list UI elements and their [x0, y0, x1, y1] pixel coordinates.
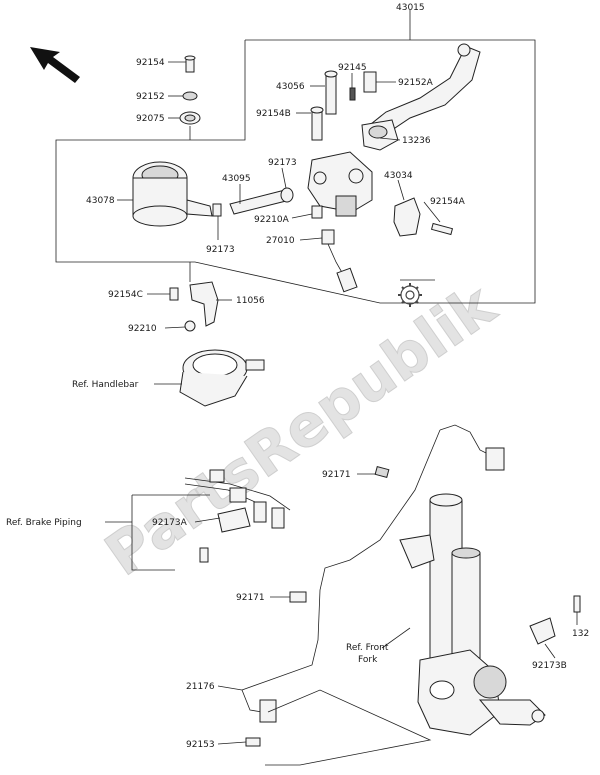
sensor-wire	[241, 424, 505, 723]
label-27010: 27010	[266, 236, 295, 246]
assembly-frame	[55, 39, 536, 304]
label-ref-handlebar: Ref. Handlebar	[72, 380, 139, 390]
label-92173-upper: 92173	[268, 158, 297, 168]
label-92154C: 92154C	[108, 290, 143, 300]
label-92173-reservoir: 92173	[206, 245, 235, 255]
arrow-up-left-icon	[30, 47, 80, 83]
mount-bracket	[169, 281, 219, 332]
label-92154: 92154	[136, 58, 165, 68]
label-92145: 92145	[338, 63, 367, 73]
master-cylinder	[307, 151, 373, 219]
handlebar-clamp	[179, 349, 265, 407]
label-11056: 11056	[236, 296, 265, 306]
label-43095: 43095	[222, 174, 251, 184]
label-92210: 92210	[128, 324, 157, 334]
brake-lever	[361, 43, 481, 151]
label-21176: 21176	[186, 682, 215, 692]
label-ref-fork: Fork	[358, 655, 378, 665]
lever-clamp	[393, 197, 454, 237]
part-labels: 43015 92154 92152 92075 92145 92152A 430…	[6, 3, 589, 750]
label-92153: 92153	[186, 740, 215, 750]
leader-lines	[117, 61, 578, 745]
label-92171-upper: 92171	[322, 470, 351, 480]
reservoir-hose	[212, 187, 294, 217]
label-ref-brake-piping: Ref. Brake Piping	[6, 518, 82, 528]
label-92152: 92152	[136, 92, 165, 102]
label-43056: 43056	[276, 82, 305, 92]
reservoir-cap-parts	[179, 55, 201, 125]
label-43078: 43078	[86, 196, 115, 206]
label-132: 132	[572, 629, 589, 639]
label-ref-front: Ref. Front	[346, 643, 389, 653]
sensor-bracket	[529, 595, 581, 645]
label-92154A: 92154A	[430, 197, 466, 207]
label-43015: 43015	[396, 3, 425, 13]
reservoir	[132, 161, 213, 227]
label-92154B: 92154B	[256, 109, 291, 119]
label-92210A: 92210A	[254, 215, 290, 225]
label-13236: 13236	[402, 136, 431, 146]
label-92075: 92075	[136, 114, 165, 124]
label-92152A: 92152A	[398, 78, 434, 88]
piston-parts	[310, 70, 377, 141]
brake-piping	[184, 469, 291, 563]
brake-switch	[321, 229, 358, 293]
gear-icon	[398, 283, 422, 307]
label-92171-lower: 92171	[236, 593, 265, 603]
label-92173B: 92173B	[532, 661, 567, 671]
label-43034: 43034	[384, 171, 413, 181]
front-fork	[399, 493, 546, 736]
label-92173A: 92173A	[152, 518, 188, 528]
